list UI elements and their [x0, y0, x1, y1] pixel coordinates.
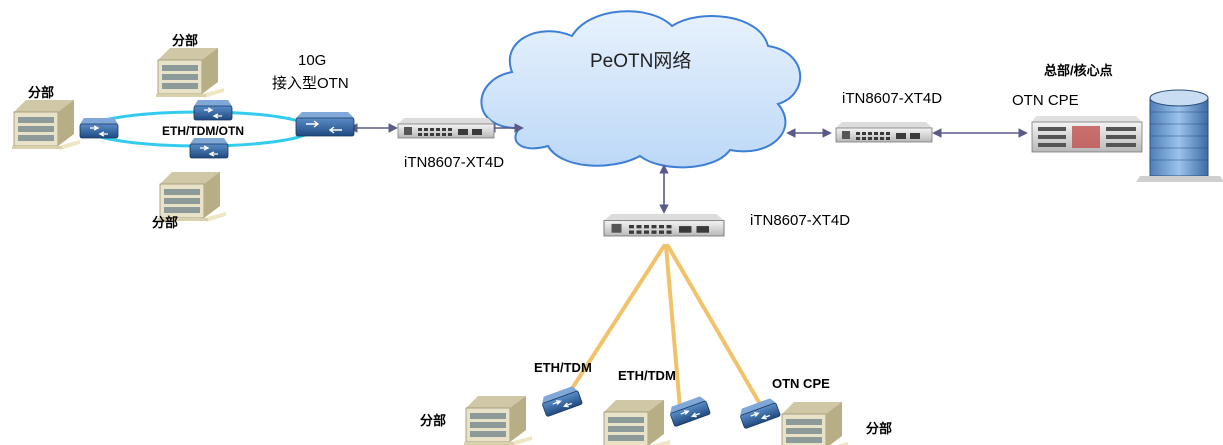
- branch-building-bottom-left: [463, 395, 533, 445]
- branch-label-ring-bottom: 分部: [152, 215, 179, 230]
- hq-building: [1136, 89, 1223, 182]
- cloud-label: PeOTN网络: [590, 51, 692, 72]
- center-itn-device: [603, 213, 725, 237]
- branch-label-bottom-left: 分部: [420, 413, 447, 428]
- hq-label: 总部/核心点: [1044, 63, 1113, 78]
- access-otn-label-line1: 10G: [298, 52, 327, 69]
- ring-switch-bottom: [189, 137, 229, 159]
- connection-arrows: [348, 123, 1028, 214]
- branch-building-left: [11, 99, 81, 151]
- peotn-cloud: [480, 10, 802, 169]
- link-label-left: ETH/TDM: [534, 360, 592, 375]
- branch-building-bottom-middle: [601, 399, 671, 445]
- link-label-middle: ETH/TDM: [618, 368, 676, 383]
- branch-label-left: 分部: [28, 85, 55, 100]
- otn-cpe-hq-label: OTN CPE: [1012, 92, 1079, 109]
- ring-label: ETH/TDM/OTN: [162, 124, 244, 138]
- branch-label-bottom-right: 分部: [866, 421, 893, 436]
- left-itn-device: [397, 117, 495, 139]
- ring-switch-top: [193, 99, 233, 121]
- right-itn-device: [835, 121, 933, 143]
- branch-label-top: 分部: [172, 33, 199, 48]
- fiber-links: [560, 244, 762, 410]
- link-label-right: OTN CPE: [772, 376, 830, 391]
- bottom-switch-left: [539, 384, 584, 418]
- branch-building-bottom-right: [779, 401, 849, 445]
- left-device-label: iTN8607-XT4D: [404, 154, 505, 171]
- otn-cpe-hq-device: [1031, 116, 1143, 153]
- right-device-label: iTN8607-XT4D: [842, 90, 943, 107]
- center-device-label: iTN8607-XT4D: [750, 212, 851, 229]
- access-otn-label-line2: 接入型OTN: [272, 75, 349, 92]
- access-otn-device: [295, 112, 355, 137]
- ring-switch-left: [79, 117, 119, 139]
- branch-building-top: [155, 47, 225, 99]
- bottom-switch-middle: [667, 394, 712, 428]
